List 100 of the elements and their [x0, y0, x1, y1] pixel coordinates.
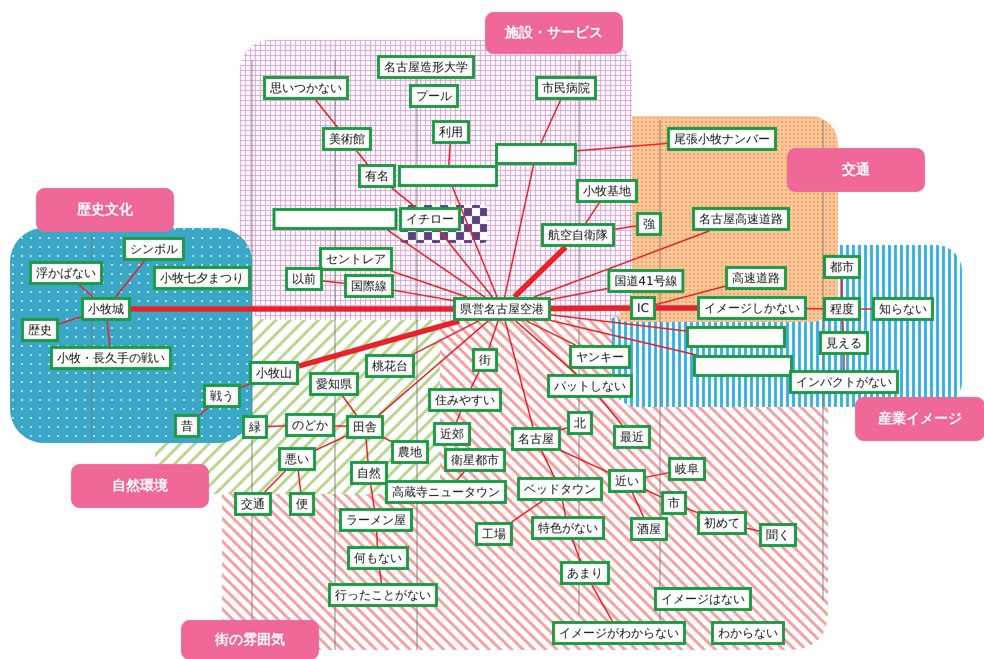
- category-tab: 自然環境: [71, 464, 209, 508]
- keyword-box: 衛星都市: [444, 448, 506, 472]
- connector-line: [632, 492, 644, 518]
- connector-line: [686, 508, 698, 514]
- keyword-box: 名古屋高速道路: [692, 207, 790, 231]
- keyword-box: 住みやすい: [428, 388, 502, 412]
- keyword-box: 市民病院: [535, 76, 597, 100]
- keyword-box: 酒屋: [630, 517, 668, 541]
- keyword-box: [686, 326, 786, 348]
- keyword-box: パットしない: [547, 374, 633, 398]
- connector-line: [560, 427, 568, 431]
- connector-line: [534, 230, 710, 298]
- category-tab: 歴史文化: [36, 188, 174, 232]
- connector-line: [106, 320, 111, 346]
- keyword-box: IC: [630, 296, 656, 320]
- keyword-box: 小牧七夕まつり: [153, 266, 251, 290]
- connector-line: [391, 187, 416, 208]
- keyword-box: 聞く: [759, 523, 797, 547]
- keyword-box: イメージはない: [654, 587, 752, 611]
- connector-line: [322, 280, 344, 284]
- connector-line: [365, 438, 369, 462]
- connector-line: [843, 355, 845, 370]
- connector-line: [334, 425, 346, 428]
- keyword-box: イメージがわからない: [552, 621, 686, 645]
- keyword-box: 行ったことがない: [328, 583, 438, 607]
- connector-line: [131, 306, 453, 312]
- connector-line: [614, 225, 636, 230]
- category-tab: 産業イメージ: [855, 397, 984, 441]
- category-tab: 施設・サービス: [485, 12, 623, 54]
- connector-line: [515, 320, 577, 375]
- connector-line: [550, 288, 608, 300]
- connector-line: [470, 372, 480, 388]
- connector-line: [585, 202, 600, 224]
- keyword-box: 浮かばない: [29, 261, 103, 285]
- keyword-box: [693, 355, 793, 377]
- keyword-box: イメージしかない: [697, 296, 807, 320]
- keyword-box: 高蔵寺ニュータウン: [385, 480, 507, 504]
- keyword-box: 自然: [350, 461, 388, 485]
- keyword-box: 近郊: [433, 422, 471, 446]
- keyword-box: 小牧城: [81, 297, 131, 321]
- connector-line: [376, 532, 378, 546]
- connector-line: [504, 164, 534, 298]
- connector-line: [448, 144, 451, 166]
- keyword-box: 緑: [242, 415, 268, 439]
- keyword-box: のどか: [285, 413, 335, 437]
- keyword-box: 北: [567, 411, 593, 435]
- connector-line: [58, 316, 82, 325]
- keyword-box: 工場: [475, 522, 513, 546]
- keyword-box: 強: [636, 212, 662, 236]
- keyword-box: 有名: [358, 164, 396, 188]
- connector-line: [268, 425, 286, 428]
- connector-line: [316, 435, 346, 451]
- connector-line: [387, 229, 486, 298]
- connector-line: [413, 320, 479, 355]
- keyword-box: 美術館: [322, 127, 372, 151]
- keyword-box: 小牧・長久手の戦い: [50, 346, 172, 370]
- connector-line: [356, 150, 368, 164]
- keyword-box: シンボル: [123, 237, 185, 261]
- connector-line: [315, 100, 338, 128]
- keyword-box: 小牧山: [249, 361, 299, 385]
- connector-line: [378, 320, 489, 416]
- connector-line: [394, 290, 454, 302]
- keyword-box: 以前: [285, 267, 323, 291]
- connector-line: [550, 314, 686, 332]
- keyword-box: 市: [661, 491, 687, 515]
- keyword-box: [495, 143, 577, 165]
- keyword-box: ラーメン屋: [339, 508, 413, 532]
- keyword-box: 桃花台: [365, 354, 415, 378]
- connector-line: [456, 472, 465, 480]
- keyword-box: セントレア: [319, 247, 393, 271]
- keyword-box: 知らない: [872, 297, 934, 321]
- connector-line: [264, 470, 286, 493]
- keyword-box: 昔: [174, 414, 200, 438]
- connector-line: [488, 320, 499, 348]
- connector-line: [572, 540, 582, 562]
- keyword-box: 高速道路: [725, 266, 787, 290]
- keyword-box: 初めて: [697, 511, 747, 535]
- keyword-box: 歴史: [21, 318, 59, 342]
- connector-line: [861, 308, 872, 310]
- keyword-box: 航空自衛隊: [541, 223, 615, 247]
- keyword-box: 国道41号線: [607, 269, 685, 293]
- connector-line: [456, 412, 462, 422]
- connector-line: [746, 528, 760, 532]
- keyword-box: 見える: [819, 331, 869, 355]
- category-tab: 交通: [787, 148, 925, 192]
- keyword-box: ヤンキー: [569, 345, 631, 369]
- keyword-box: 尾張小牧ナンバー: [667, 127, 777, 151]
- keyword-box: 近い: [608, 469, 646, 493]
- connector-line: [562, 500, 566, 516]
- connector-line: [511, 500, 543, 523]
- keyword-box: 悪い: [278, 447, 316, 471]
- connector-line: [841, 279, 843, 297]
- connector-line: [807, 308, 823, 310]
- connector-line: [298, 470, 302, 492]
- keyword-box: 思いつかない: [263, 76, 349, 100]
- keyword-box: 農地: [391, 440, 429, 464]
- connector-line: [540, 100, 562, 144]
- connector-line: [646, 489, 662, 498]
- keyword-box: 愛知県: [309, 372, 359, 396]
- keyword-box: 街: [472, 348, 498, 372]
